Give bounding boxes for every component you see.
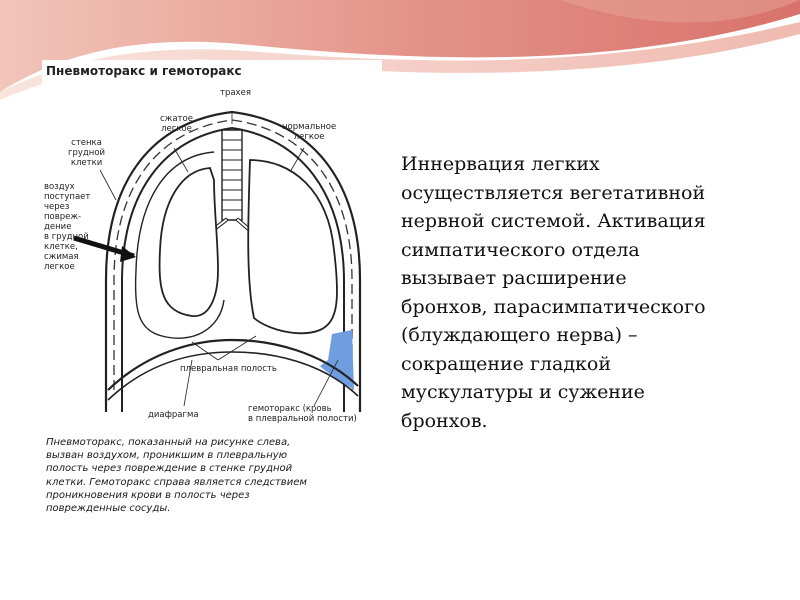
normal-lung (248, 160, 337, 333)
normal-lung-label: нормальное легкое (282, 122, 336, 142)
figure-title: Пневмоторакс и гемоторакс (46, 64, 242, 78)
blood-pool (320, 330, 354, 390)
figure-caption: Пневмоторакс, показанный на рисунке слев… (46, 436, 378, 515)
hemothorax-label: гемоторакс (кровь в плевральной полости) (248, 404, 357, 424)
pleural-cavity-label: плевральная полость (180, 364, 277, 374)
compressed-lung (160, 168, 218, 316)
air-enters-label: воздух поступает через повреж- дение в г… (44, 182, 90, 272)
chest-wall-label: стенка грудной клетки (68, 138, 105, 168)
chest-diagram (42, 60, 382, 432)
pneumothorax-figure: Пневмоторакс и гемоторакс трахея сжатое … (42, 60, 382, 550)
main-text: Иннервация легких осуществляется вегетат… (401, 150, 791, 435)
trachea-shape (222, 130, 242, 220)
trachea-label: трахея (220, 88, 251, 98)
diaphragm-label: диафрагма (148, 410, 199, 420)
compressed-lung-label: сжатое легкое (160, 114, 193, 134)
